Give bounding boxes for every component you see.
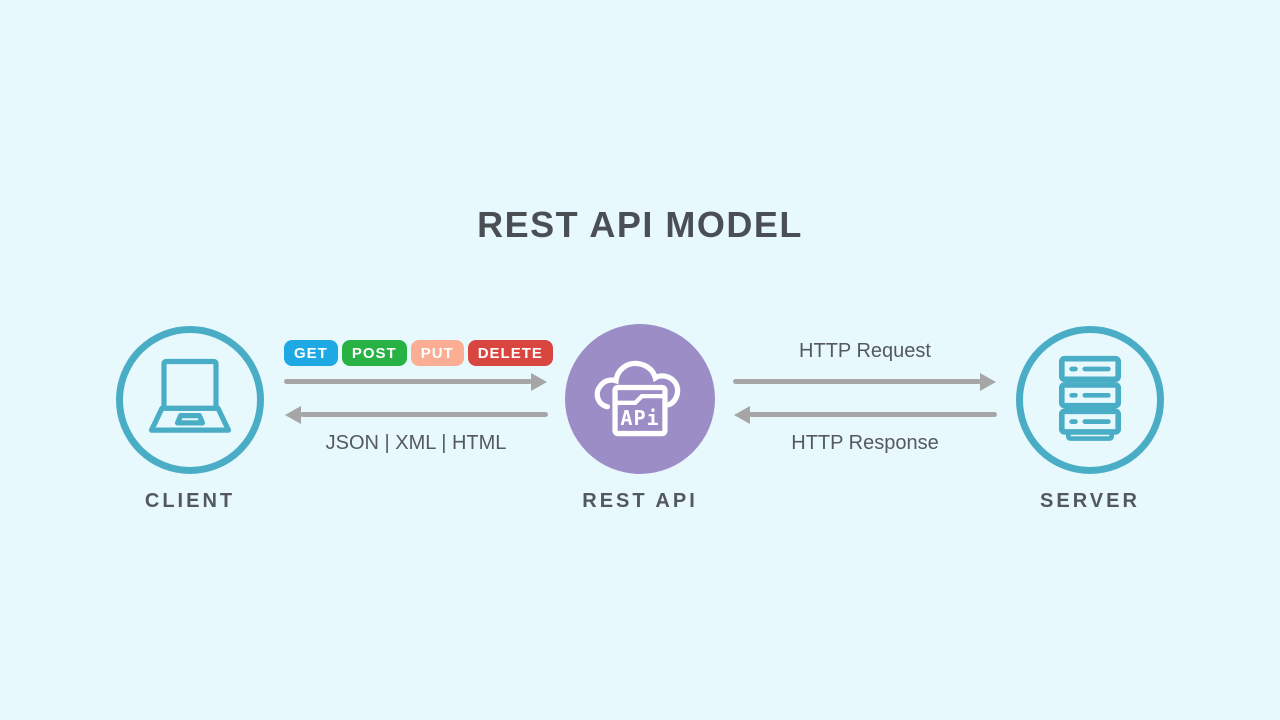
server-node — [1016, 326, 1164, 474]
http-response-label: HTTP Response — [791, 432, 939, 454]
rest-api-node: APi — [565, 324, 715, 474]
api-server-connection: HTTP Request HTTP Response — [733, 340, 997, 460]
method-badge-put: PUT — [410, 340, 464, 366]
client-label: CLIENT — [144, 490, 236, 512]
laptop-icon — [138, 348, 242, 452]
method-badge-delete: DELETE — [467, 340, 553, 366]
response-formats-label: JSON | XML | HTML — [325, 432, 507, 454]
http-method-badges: GET POST PUT DELETE — [284, 340, 553, 366]
http-request-label: HTTP Request — [799, 340, 931, 362]
request-arrow-right — [284, 372, 547, 391]
server-rack-icon — [1043, 353, 1137, 447]
method-badge-get: GET — [284, 340, 338, 366]
rest-api-label: REST API — [582, 490, 698, 512]
http-request-arrow — [733, 372, 996, 391]
http-response-arrow — [734, 405, 997, 424]
method-badge-post: POST — [341, 340, 407, 366]
page-title: REST API MODEL — [477, 204, 803, 245]
client-api-connection: GET POST PUT DELETE JSON | XML | HTML — [284, 340, 553, 460]
cloud-api-icon: APi — [592, 351, 688, 447]
response-arrow-left — [285, 405, 548, 424]
api-icon-text: APi — [620, 406, 659, 430]
server-label: SERVER — [1040, 490, 1140, 512]
client-node — [116, 326, 264, 474]
